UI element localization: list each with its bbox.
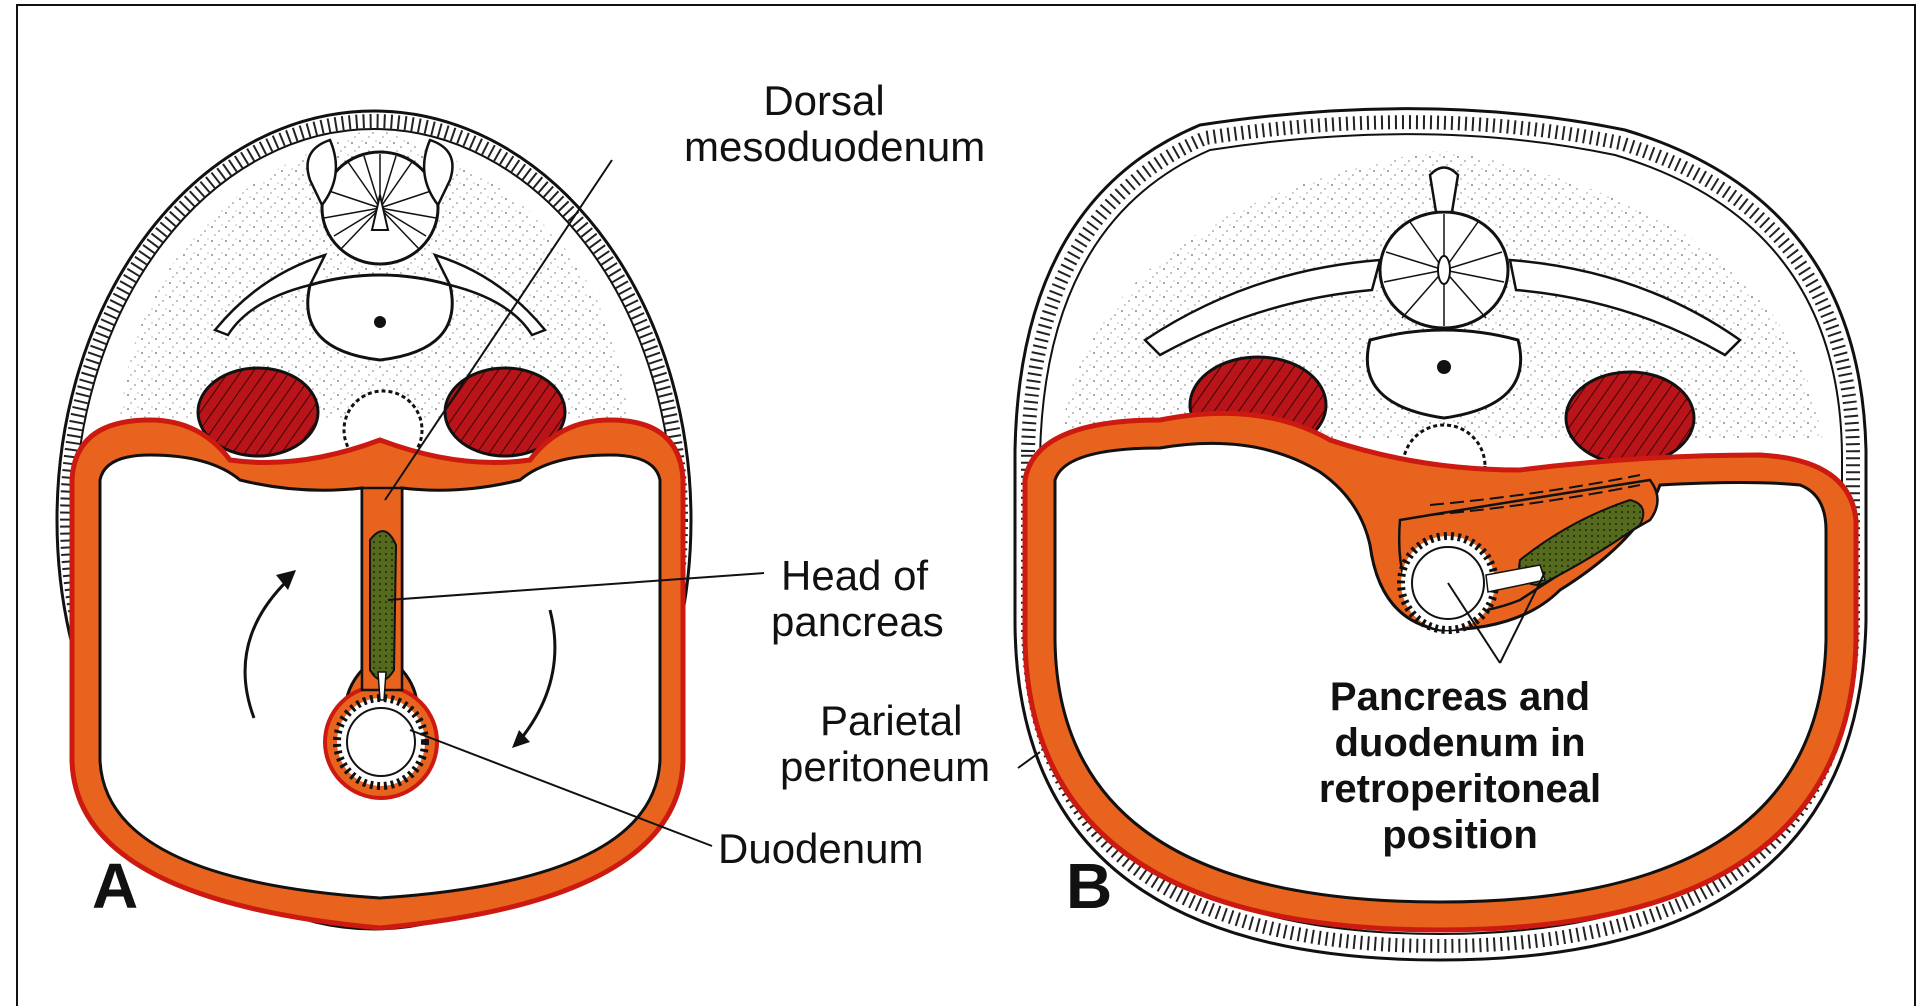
label-position-line: position xyxy=(1295,812,1625,858)
panel-letter-b: B xyxy=(1066,854,1112,918)
label-parietal-line: Parietal xyxy=(780,698,990,744)
label-retroperitoneal: Pancreas and duodenum in retroperitoneal… xyxy=(1295,674,1625,858)
panel-a-section xyxy=(57,111,764,929)
label-parietal-peritoneum: Parietal peritoneum xyxy=(780,698,990,790)
label-dorsal-line: Dorsal xyxy=(684,78,964,124)
label-pancreas-line: pancreas xyxy=(771,599,944,645)
label-pancreas-and-line: Pancreas and xyxy=(1295,674,1625,720)
panel-b-right-kidney xyxy=(1566,372,1694,464)
label-duodenum-in-line: duodenum in xyxy=(1295,720,1625,766)
panel-b-spinal-cord xyxy=(1380,212,1508,328)
panel-a-spinal-cord xyxy=(322,152,438,264)
label-peritoneum-line: peritoneum xyxy=(780,744,990,790)
label-dorsal-mesoduodenum: Dorsal mesoduodenum xyxy=(684,78,964,170)
panel-a-duodenum xyxy=(325,686,437,798)
panel-letter-a: A xyxy=(92,854,138,918)
label-retroperitoneal-line: retroperitoneal xyxy=(1295,766,1625,812)
label-duodenum: Duodenum xyxy=(718,826,923,872)
label-head-of-pancreas: Head of pancreas xyxy=(771,553,944,645)
label-head-of-line: Head of xyxy=(771,553,944,599)
label-mesoduodenum-line: mesoduodenum xyxy=(684,124,964,170)
panel-a-pancreas-head xyxy=(370,531,396,680)
